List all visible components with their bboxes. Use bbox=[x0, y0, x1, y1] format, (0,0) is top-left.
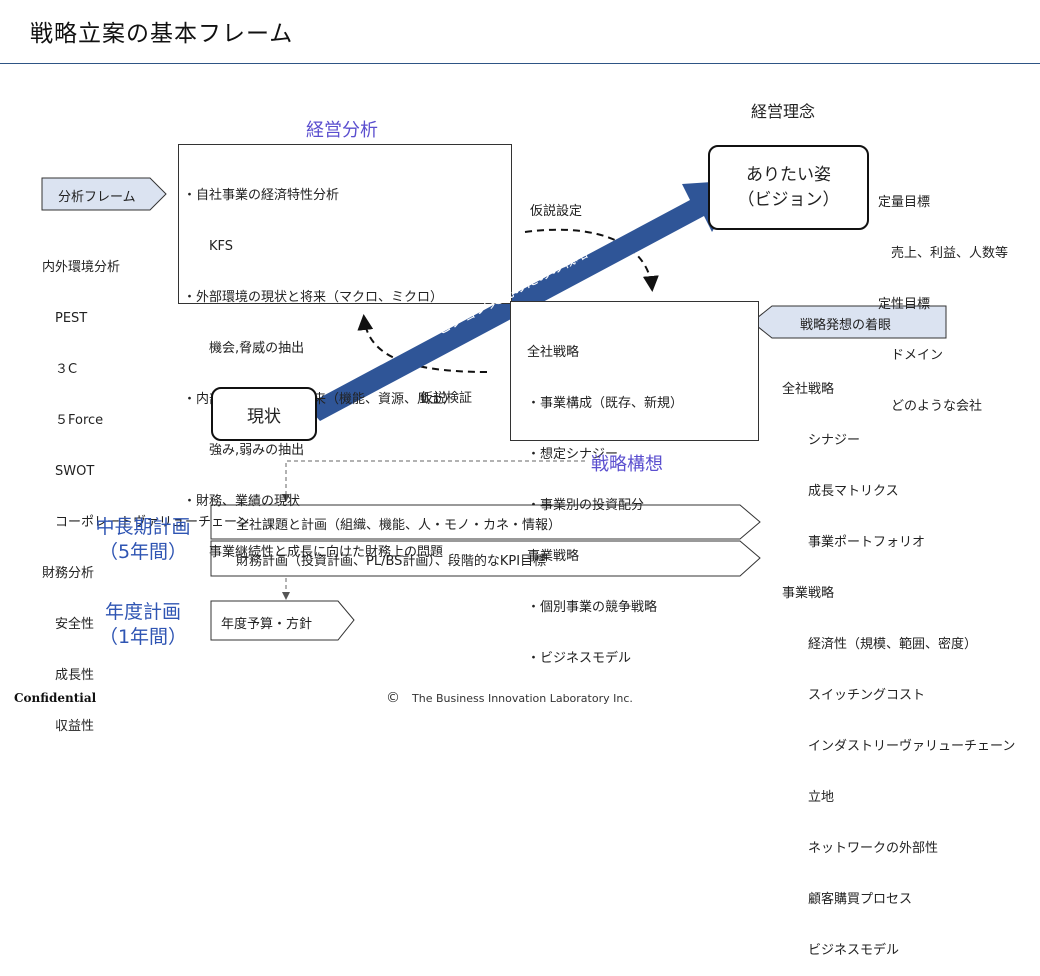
strategy-line: ・ビジネスモデル bbox=[527, 651, 632, 666]
viewpoint-list: 全社戦略 シナジー 成長マトリクス 事業ポートフォリオ 事業戦略 経済性（規模、… bbox=[782, 347, 1015, 976]
viewpoint-item: インダストリーヴァリューチェーン bbox=[782, 739, 1016, 754]
hypothesis-set-arrow bbox=[524, 228, 659, 292]
current-state-label: 現状 bbox=[247, 406, 281, 427]
framework-item: PEST bbox=[42, 311, 88, 326]
viewpoint-item: ビジネスモデル bbox=[782, 943, 900, 958]
strategy-heading: 戦略構想 bbox=[591, 454, 663, 475]
goal-item: ドメイン bbox=[878, 348, 944, 363]
footer-company: The Business Innovation Laboratory Inc. bbox=[412, 692, 633, 705]
viewpoint-item: 事業戦略 bbox=[782, 586, 835, 601]
strategy-line: ・事業別の投資配分 bbox=[527, 498, 645, 513]
title-divider bbox=[0, 63, 1040, 64]
midterm-item-2: 財務計画（投資計画、PL/BS計画）、段階的なKPI目標 bbox=[236, 554, 547, 569]
viewpoint-item: シナジー bbox=[782, 433, 861, 448]
viewpoint-item: 全社戦略 bbox=[782, 382, 835, 397]
strategy-lines: 全社戦略 ・事業構成（既存、新規） ・想定シナジー ・事業別の投資配分 事業戦略… bbox=[527, 310, 683, 701]
analysis-line: ・自社事業の経済特性分析 bbox=[183, 188, 340, 203]
viewpoint-item: 成長マトリクス bbox=[782, 484, 899, 499]
philosophy-label: 経営理念 bbox=[751, 102, 816, 121]
strategy-arrow bbox=[306, 180, 742, 421]
analysis-heading: 経営分析 bbox=[306, 120, 378, 141]
midterm-item-1: 全社課題と計画（組織、機能、人・モノ・カネ・情報） bbox=[236, 518, 562, 533]
framework-item: ３C bbox=[42, 362, 78, 377]
strategy-box: 全社戦略 ・事業構成（既存、新規） ・想定シナジー ・事業別の投資配分 事業戦略… bbox=[510, 301, 759, 666]
analysis-line: 機会,脅威の抽出 bbox=[183, 341, 305, 356]
framework-item: 安全性 bbox=[42, 617, 95, 632]
goal-item: 売上、利益、人数等 bbox=[878, 246, 1009, 261]
viewpoint-tag: 戦略発想の着眼 bbox=[800, 318, 892, 333]
viewpoint-item: 経済性（規模、範囲、密度） bbox=[782, 637, 978, 652]
vision-box: ありたい姿 （ビジョン） bbox=[708, 145, 869, 230]
footer-copyright: © The Business Innovation Laboratory Inc. bbox=[386, 690, 633, 706]
page-title: 戦略立案の基本フレーム bbox=[30, 21, 294, 47]
analysis-box: ・自社事業の経済特性分析 KFS ・外部環境の現状と将来（マクロ、ミクロ） 機会… bbox=[178, 144, 512, 560]
strategy-line: ・事業構成（既存、新規） bbox=[527, 396, 684, 411]
midterm-item-shape-1 bbox=[210, 504, 761, 540]
vision-line2: （ビジョン） bbox=[737, 189, 840, 210]
hypothesis-verify-label: 仮説検証 bbox=[420, 391, 473, 406]
framework-tag: 分析フレーム bbox=[58, 190, 136, 205]
annual-line1: 年度計画 bbox=[104, 601, 181, 623]
framework-item: 財務分析 bbox=[42, 566, 95, 581]
vision-line1: ありたい姿 bbox=[746, 164, 831, 185]
framework-list: 内外環境分析 PEST ３C ５Force SWOT コーポレートヴァリューチェ… bbox=[42, 225, 249, 752]
strategy-line: 事業戦略 bbox=[527, 549, 580, 564]
annual-plan-label: 年度計画 （1年間） bbox=[84, 600, 202, 650]
midterm-line1: 中長期計画 bbox=[95, 516, 191, 538]
framework-item: ５Force bbox=[42, 413, 104, 428]
viewpoint-item: ネットワークの外部性 bbox=[782, 841, 939, 856]
framework-tag-shape bbox=[41, 177, 167, 211]
analysis-line: 事業継続性と成長に向けた財務上の問題 bbox=[183, 545, 444, 560]
hypothesis-verify-arrow bbox=[357, 314, 488, 373]
strategy-line: 全社戦略 bbox=[527, 345, 580, 360]
diagram-graphics bbox=[41, 177, 947, 641]
goals-list: 定量目標 売上、利益、人数等 定性目標 ドメイン どのような会社 bbox=[878, 160, 1008, 432]
strategy-to-plan-connector bbox=[282, 460, 585, 502]
footer-confidential: Confidential bbox=[14, 691, 97, 705]
framework-item: 成長性 bbox=[42, 668, 95, 683]
hypothesis-set-label: 仮説設定 bbox=[530, 204, 583, 219]
strategy-line: ・個別事業の競争戦略 bbox=[527, 600, 658, 615]
copyright-icon: © bbox=[386, 690, 400, 706]
framework-item: コーポレートヴァリューチェーン bbox=[42, 515, 250, 530]
annual-item: 年度予算・方針 bbox=[221, 617, 313, 632]
viewpoint-item: スイッチングコスト bbox=[782, 688, 926, 703]
viewpoint-item: 顧客購買プロセス bbox=[782, 892, 913, 907]
framework-item: SWOT bbox=[42, 464, 95, 479]
annual-line2: （1年間） bbox=[98, 626, 188, 648]
viewpoint-tag-shape bbox=[751, 305, 947, 339]
framework-item: 内外環境分析 bbox=[42, 260, 121, 275]
analysis-line: ・財務、業績の現状 bbox=[183, 494, 301, 509]
annual-item-shape bbox=[210, 600, 355, 641]
midterm-item-shape-2 bbox=[210, 540, 761, 577]
current-state-box: 現状 bbox=[211, 387, 317, 441]
midterm-plan-label: 中長期計画 （5年間） bbox=[84, 515, 202, 565]
analysis-line: KFS bbox=[183, 239, 234, 254]
viewpoint-item: 立地 bbox=[782, 790, 835, 805]
strategy-line: ・想定シナジー bbox=[527, 447, 619, 462]
viewpoint-item: 事業ポートフォリオ bbox=[782, 535, 926, 550]
framework-item: 収益性 bbox=[42, 719, 95, 734]
goal-item: 定量目標 bbox=[878, 195, 931, 210]
goal-item: 定性目標 bbox=[878, 297, 931, 312]
analysis-line: ・外部環境の現状と将来（マクロ、ミクロ） bbox=[183, 290, 444, 305]
midterm-line2: （5年間） bbox=[98, 541, 188, 563]
goal-item: どのような会社 bbox=[878, 399, 983, 414]
analysis-line: 強み,弱みの抽出 bbox=[183, 443, 305, 458]
